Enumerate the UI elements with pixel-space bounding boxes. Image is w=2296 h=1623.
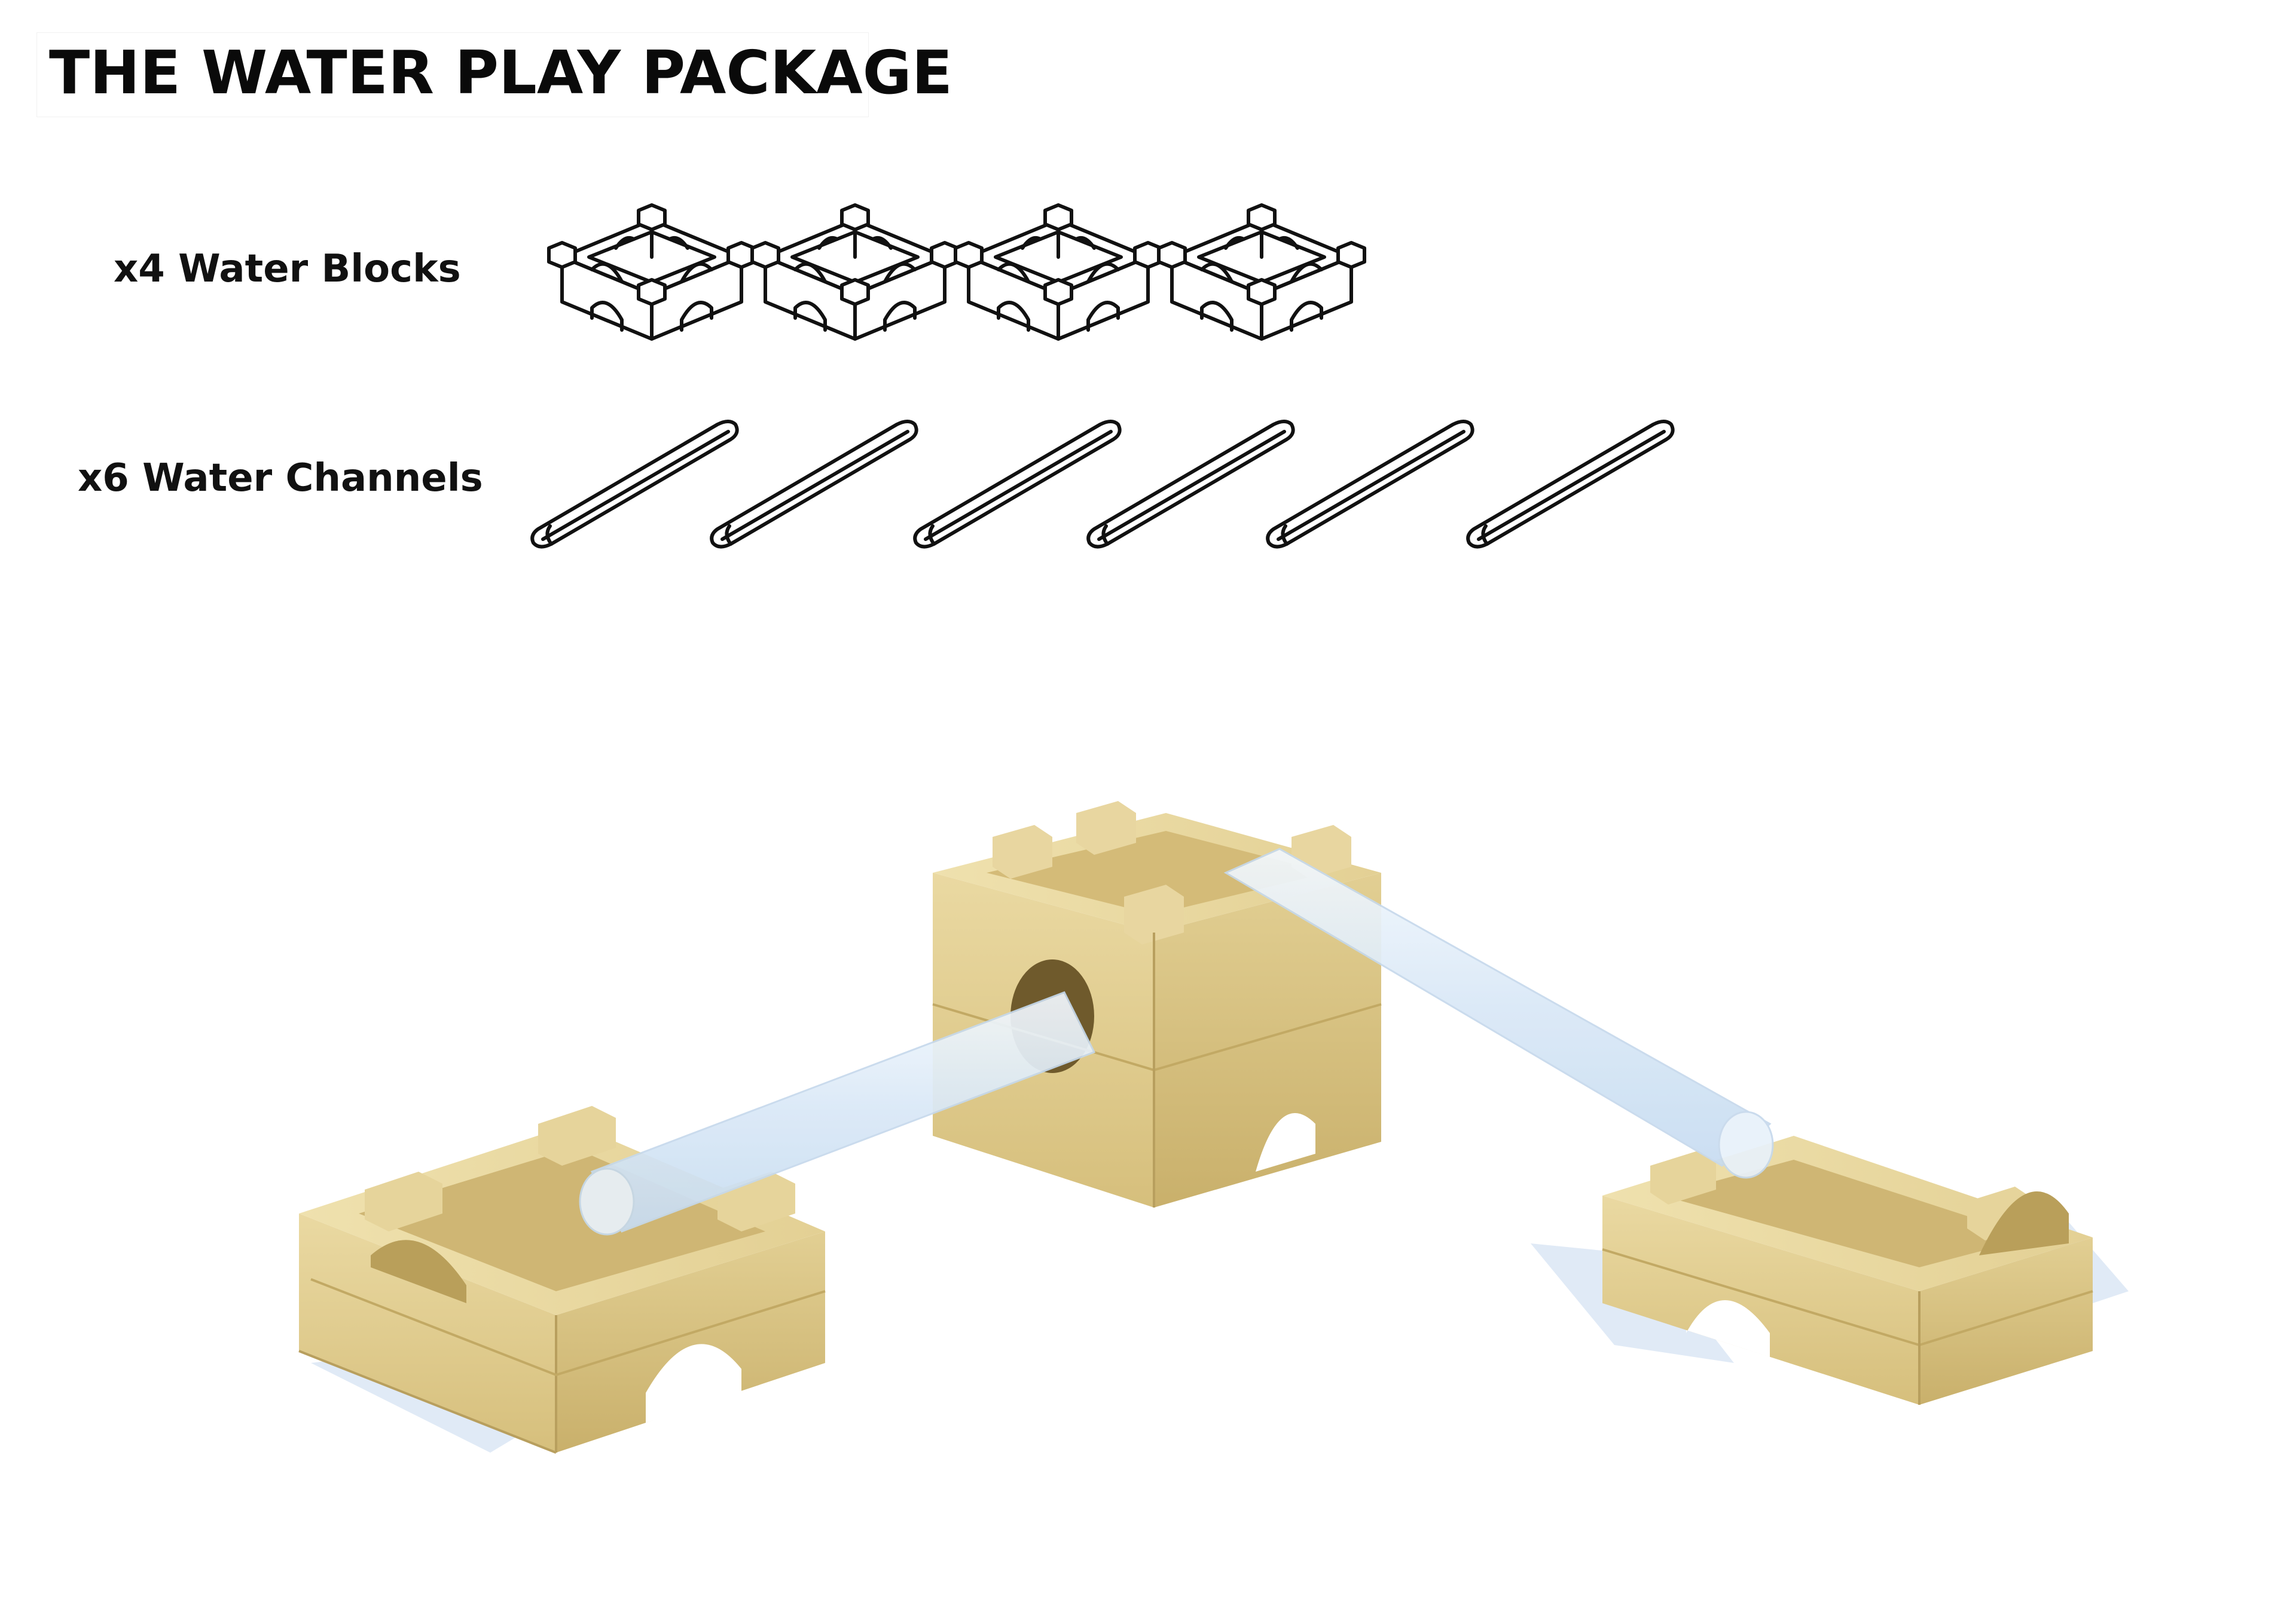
water-channels-label: x6 Water Channels bbox=[78, 456, 483, 500]
page-title: THE WATER PLAY PACKAGE bbox=[49, 38, 953, 108]
water-channel-left bbox=[579, 991, 1096, 1236]
title-box bbox=[37, 33, 868, 117]
water-block-right bbox=[1602, 1136, 2093, 1405]
water-blocks-label: x4 Water Blocks bbox=[114, 247, 461, 291]
water-channel-right bbox=[1223, 848, 1774, 1179]
water-block-center bbox=[932, 801, 1382, 1208]
